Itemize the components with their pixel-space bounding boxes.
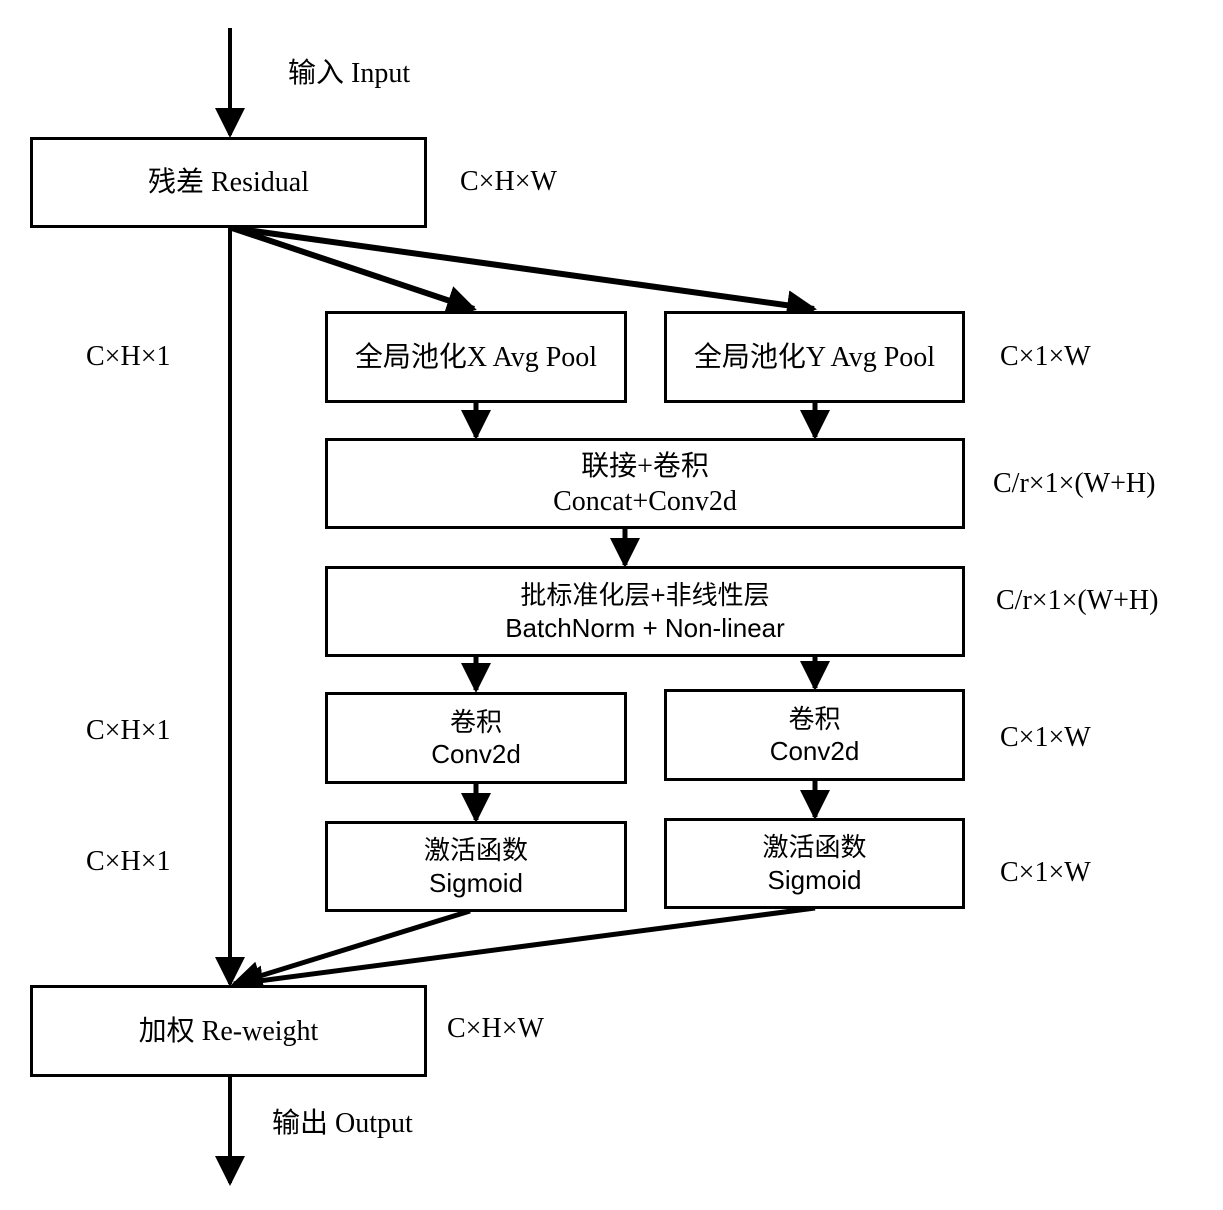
sigmoid-left-node: 激活函数 Sigmoid: [325, 821, 627, 912]
y-avg-pool-node-label: 全局池化Y Avg Pool: [693, 341, 936, 373]
bn-nonlinear-node-label-en: BatchNorm + Non-linear: [505, 612, 785, 643]
sigmoid-right-node-label-en: Sigmoid: [767, 864, 862, 895]
input-label: 输入 Input: [288, 58, 411, 89]
conv-right-node: 卷积 Conv2d: [664, 689, 965, 781]
conv-left-node-label-zh: 卷积: [449, 706, 502, 737]
bn-nonlinear-node: 批标准化层+非线性层 BatchNorm + Non-linear: [325, 566, 965, 657]
sigmoid-right-node-label-zh: 激活函数: [762, 832, 867, 862]
sigmoid-left-node-label-zh: 激活函数: [423, 835, 528, 865]
output-label: 输出 Output: [272, 1108, 413, 1139]
edge-residual-to-y-pool: [231, 225, 817, 321]
conv-left-node-label-en: Conv2d: [431, 739, 521, 769]
dim-residual: C×H×W: [460, 166, 557, 197]
sigmoid-right-node: 激活函数 Sigmoid: [664, 818, 965, 909]
dim-reweight: C×H×W: [447, 1013, 544, 1044]
reweight-node-label: 加权 Re-weight: [138, 1015, 319, 1047]
x-avg-pool-node-label: 全局池化X Avg Pool: [354, 341, 598, 373]
dim-concat: C/r×1×(W+H): [993, 468, 1156, 499]
residual-node-label: 残差 Residual: [148, 167, 309, 198]
concat-conv-node-label-zh: 联接+卷积: [581, 450, 709, 482]
dim-bn: C/r×1×(W+H): [996, 585, 1159, 616]
edge-residual-to-x-pool: [231, 225, 477, 315]
concat-conv-node: 联接+卷积 Concat+Conv2d: [325, 438, 965, 529]
dim-sigmoid-right: C×1×W: [1000, 857, 1091, 888]
concat-conv-node-label-en: Concat+Conv2d: [553, 485, 737, 517]
x-avg-pool-node: 全局池化X Avg Pool: [325, 311, 627, 403]
dim-y-pool: C×1×W: [1000, 341, 1091, 372]
conv-left-node: 卷积 Conv2d: [325, 692, 627, 784]
dim-conv-right: C×1×W: [1000, 722, 1091, 753]
dim-x-pool: C×H×1: [86, 341, 171, 372]
edge-sigmoid-left-to-reweight: [231, 908, 471, 991]
conv-right-node-label-zh: 卷积: [788, 703, 841, 734]
sigmoid-left-node-label-en: Sigmoid: [429, 867, 523, 898]
y-avg-pool-node: 全局池化Y Avg Pool: [664, 311, 965, 403]
dim-conv-left: C×H×1: [86, 715, 171, 746]
dim-sigmoid-left: C×H×1: [86, 846, 171, 877]
bn-nonlinear-node-label-zh: 批标准化层+非线性层: [520, 580, 770, 610]
reweight-node: 加权 Re-weight: [30, 985, 427, 1077]
residual-node: 残差 Residual: [30, 137, 427, 228]
edge-sigmoid-right-to-reweight: [233, 905, 816, 996]
conv-right-node-label-en: Conv2d: [769, 736, 860, 766]
